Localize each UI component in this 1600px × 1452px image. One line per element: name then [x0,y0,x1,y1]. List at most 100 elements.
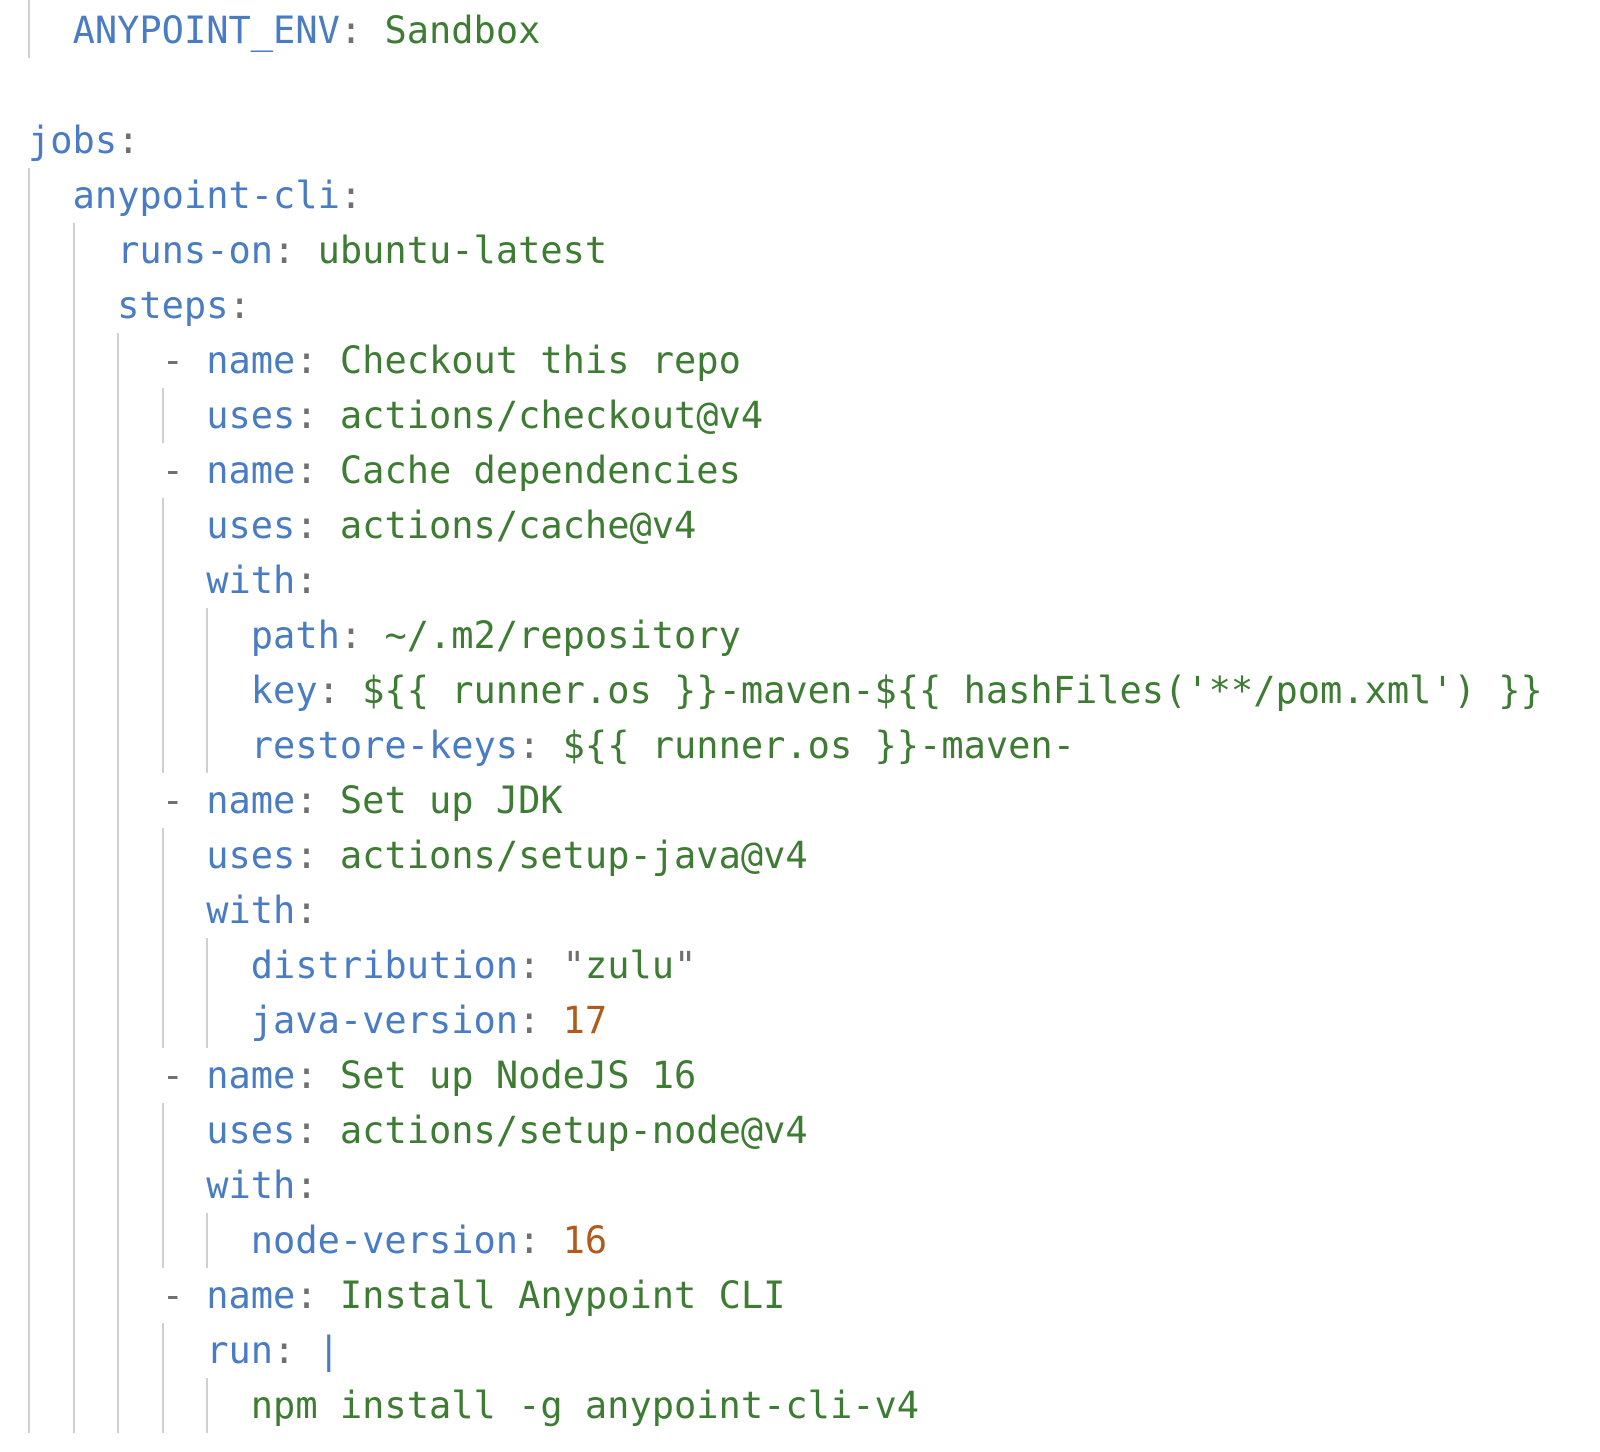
indent-guide [72,1268,75,1323]
indent-guide [161,608,164,663]
indent-guide [117,1268,120,1323]
code-text: uses: actions/checkout@v4 [0,388,763,443]
token-key: ANYPOINT_ENV [72,9,340,52]
indent-guide [72,1213,75,1268]
token-key: uses [206,394,296,437]
indent-guide [28,1158,30,1213]
token-key: | [317,1329,340,1372]
indent-guide [28,883,30,938]
indent-guide [206,1213,209,1268]
token-punctuation: : [295,1274,340,1317]
code-line: jobs: [0,113,1600,168]
token-string: actions/checkout@v4 [339,394,764,437]
indent-guide [28,1103,30,1158]
code-line: distribution: "zulu" [0,938,1600,993]
indent-guide [72,388,75,443]
indent-guide [161,1323,164,1378]
token-key: name [206,449,296,492]
token-punctuation: " [562,944,585,987]
indent-guide [28,168,30,223]
indent-guide [28,828,30,883]
token-key: path [250,614,340,657]
indent-guide [161,1213,164,1268]
indent-guide [161,718,164,773]
token-punctuation: : [295,889,318,932]
code-line: node-version: 16 [0,1213,1600,1268]
token-punctuation: : [295,779,340,822]
token-punctuation: : [117,119,140,162]
indent-guide [117,443,120,498]
code-line: - name: Set up JDK [0,773,1600,828]
code-line: - name: Set up NodeJS 16 [0,1048,1600,1103]
indent-guide [117,498,120,553]
code-text: - name: Set up JDK [0,773,563,828]
indent-guide [161,388,164,443]
code-text: node-version: 16 [0,1213,607,1268]
indent-guide [117,1378,120,1433]
code-text: run: | [0,1323,340,1378]
token-number: 16 [562,1219,608,1262]
code-line: steps: [0,278,1600,333]
token-key: uses [206,1109,296,1152]
indent-guide [117,1323,120,1378]
token-punctuation: - [161,1274,207,1317]
indent-guide [72,883,75,938]
code-text: - name: Cache dependencies [0,443,741,498]
indent-guide [72,608,75,663]
indent-guide [28,1048,30,1103]
token-key: name [206,779,296,822]
indent-guide [72,718,75,773]
token-key: java-version [250,999,519,1042]
code-line: anypoint-cli: [0,168,1600,223]
indent-guide [72,1378,75,1433]
indent-guide [206,1378,209,1433]
token-key: uses [206,834,296,877]
indent-guide [28,223,30,278]
code-text: anypoint-cli: [0,168,363,223]
code-text: with: [0,553,318,608]
indent-guide [28,0,30,58]
indent-guide [28,773,30,828]
code-line: key: ${{ runner.os }}-maven-${{ hashFile… [0,663,1600,718]
token-key: node-version [250,1219,519,1262]
token-string: Set up NodeJS 16 [339,1054,697,1097]
code-text: npm install -g anypoint-cli-v4 [0,1378,919,1433]
indent-guide [117,883,120,938]
token-punctuation: - [161,339,207,382]
indent-guide [161,1103,164,1158]
indent-guide [28,718,30,773]
token-punctuation: : [295,1054,340,1097]
token-punctuation: : [273,1329,318,1372]
token-key: distribution [250,944,519,987]
indent-guide [72,498,75,553]
indent-guide [117,1103,120,1158]
code-text: uses: actions/setup-node@v4 [0,1103,807,1158]
token-key: name [206,1274,296,1317]
code-line: uses: actions/cache@v4 [0,498,1600,553]
code-text: - name: Install Anypoint CLI [0,1268,786,1323]
token-punctuation: : [295,834,340,877]
indent-guide [72,938,75,993]
token-punctuation: : [295,449,340,492]
token-string: Cache dependencies [339,449,741,492]
token-punctuation: : [295,1109,340,1152]
token-punctuation: : [339,174,363,217]
indent-guide [28,443,30,498]
code-text: steps: [0,278,251,333]
token-key: run [206,1329,274,1372]
indent-guide [117,608,120,663]
indent-guide [206,993,209,1048]
indent-guide [161,1158,164,1213]
indent-guide [28,993,30,1048]
token-punctuation: : [295,559,318,602]
token-punctuation: : [228,284,251,327]
token-key: jobs [28,119,118,162]
code-line: with: [0,553,1600,608]
indent-guide [28,498,30,553]
token-punctuation: : [518,944,563,987]
token-key: with [206,1164,296,1207]
indent-guide [72,1323,75,1378]
indent-guide [28,1268,30,1323]
indent-guide [28,333,30,388]
